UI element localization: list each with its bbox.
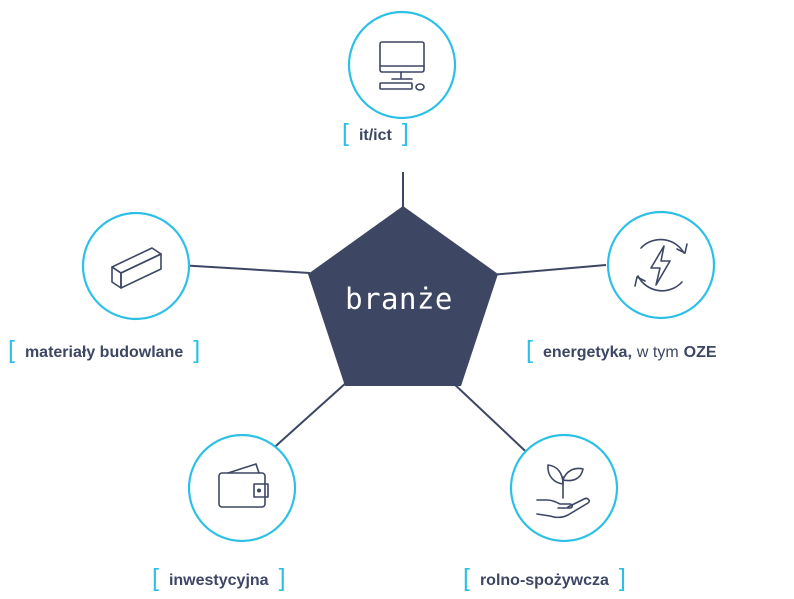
label-text-mid: w tym: [636, 343, 679, 361]
label-text-end: OZE: [683, 343, 717, 361]
node-circle-it: [347, 10, 457, 120]
center-title: branże: [345, 282, 453, 316]
label-building: [ materiały budowlane ]: [8, 336, 201, 365]
plant-in-hand-icon: [536, 464, 590, 519]
label-energy: [ energetyka, w tym OZE: [526, 336, 717, 365]
bracket-left: [: [463, 564, 470, 592]
label-agri: [ rolno-spożywcza ]: [463, 564, 626, 593]
brick-icon: [111, 247, 162, 289]
renewable-energy-icon: [634, 238, 688, 292]
bracket-left: [: [8, 336, 15, 364]
bracket-right: ]: [618, 564, 626, 592]
bracket-left: [: [342, 119, 349, 147]
bracket-right: ]: [401, 119, 409, 147]
node-circle-invest: [187, 433, 297, 543]
label-text: rolno-spożywcza: [479, 571, 609, 589]
label-invest: [ inwestycyjna ]: [152, 564, 286, 593]
bracket-right: ]: [278, 564, 286, 592]
node-circle-agri: [509, 433, 619, 543]
wallet-icon: [218, 463, 269, 508]
computer-icon: [379, 41, 425, 91]
label-text: materiały budowlane: [24, 343, 184, 361]
label-it: [ it/ict ]: [342, 119, 409, 148]
bracket-right: ]: [193, 336, 201, 364]
bracket-left: [: [526, 336, 533, 364]
connector-agri: [451, 381, 539, 464]
label-text: energetyka,: [542, 343, 632, 361]
label-text: it/ict: [358, 126, 392, 144]
node-circle-energy: [606, 210, 716, 320]
bracket-left: [: [152, 564, 159, 592]
connector-building: [177, 264, 311, 274]
center-pentagon: [308, 206, 498, 386]
connector-energy: [489, 264, 607, 276]
label-text: inwestycyjna: [168, 571, 269, 589]
